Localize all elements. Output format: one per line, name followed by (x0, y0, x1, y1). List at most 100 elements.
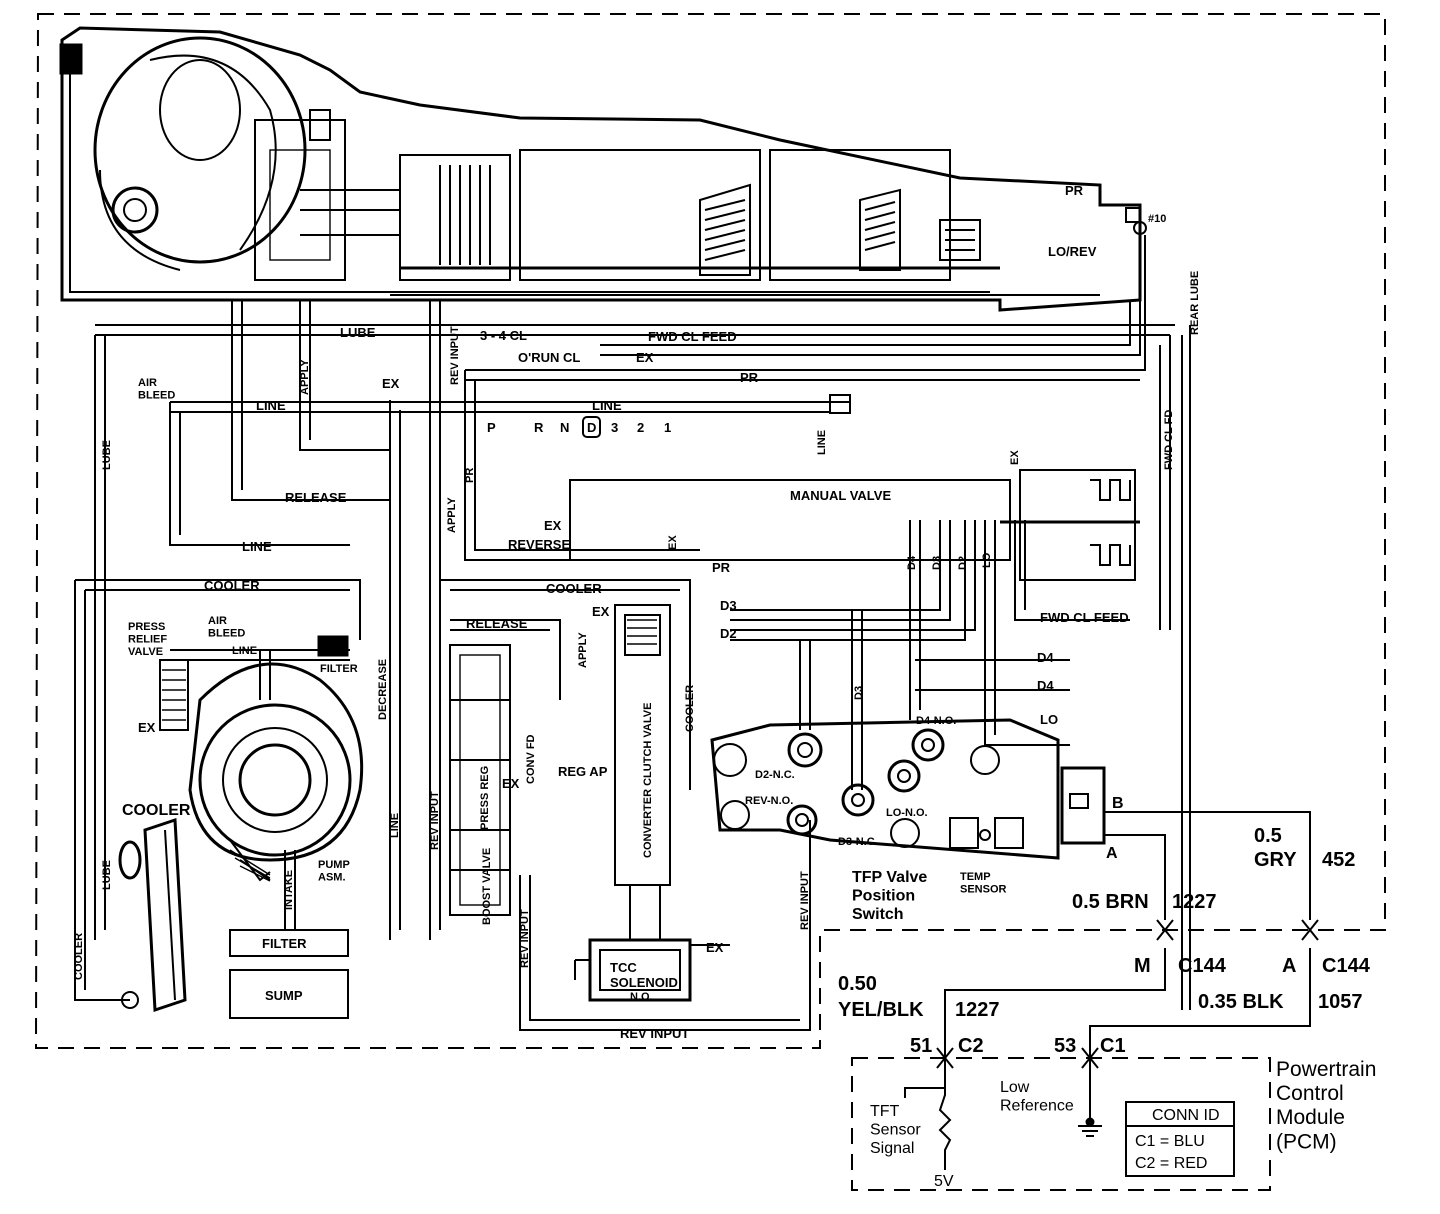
label-cooler-vert-2: COOLER (684, 685, 696, 732)
label-lube-top: LUBE (340, 325, 376, 340)
label-release-1: RELEASE (285, 490, 347, 505)
label-conn-c1: C1 (1100, 1035, 1126, 1057)
label-d3-vert: D3 (853, 686, 865, 700)
transmission-case (59, 26, 1147, 312)
label-d3: D3 (931, 556, 943, 570)
label-rev-input-vert-4: REV INPUT (799, 871, 811, 930)
label-pr-vert: PR (464, 468, 476, 483)
label-ex-tcc: EX (706, 940, 724, 955)
label-d2: D2 (957, 556, 969, 570)
cooler-element (118, 817, 187, 1013)
label-line-vert: LINE (389, 813, 401, 838)
label-fwd-cl-feed-right: FWD CL FEED (1040, 610, 1129, 625)
label-lo-r: LO (1040, 712, 1058, 727)
label-d4: D4 (906, 555, 918, 570)
label-ex-ccv: EX (592, 604, 610, 619)
label-rev-no: REV-N.O. (745, 795, 793, 807)
gear-position-1: 1 (664, 420, 671, 435)
label-decrease: DECREASE (377, 659, 389, 720)
label-sump-box: SUMP (265, 988, 303, 1003)
label-ex-right: EX (1009, 450, 1021, 465)
label-3-4-cl: 3 - 4 CL (480, 328, 527, 343)
label-cooler-vert: COOLER (73, 933, 85, 980)
label-wire-yel-circuit: 1227 (955, 999, 1000, 1021)
sump-box (229, 969, 349, 1019)
label-wire-gry-circuit: 452 (1322, 849, 1355, 871)
label-wire-yel-color: YEL/BLK (838, 999, 924, 1021)
label-orun-cl: O'RUN CL (518, 350, 580, 365)
label-conn-a: A (1282, 955, 1296, 977)
label-wire-brn: 0.5 BRN (1072, 891, 1149, 913)
label-boost-valve: BOOST VALVE (481, 848, 493, 925)
label-ex-orun: EX (636, 350, 654, 365)
label-conn-m: M (1134, 955, 1151, 977)
label-d2-left: D2 (720, 626, 737, 641)
c144-connector-a (1301, 919, 1319, 941)
gear-position-d: D (587, 420, 596, 435)
hydraulic-labels: LUBE 3 - 4 CL O'RUN CL EX FWD CL FEED PR… (73, 183, 1201, 1041)
label-rev-input-vert-2: REV INPUT (429, 791, 441, 850)
label-d4-r1: D4 (1037, 650, 1054, 665)
label-cooler-2: COOLER (546, 581, 602, 596)
c1-connector (1081, 1047, 1099, 1069)
label-apply-3: APPLY (446, 497, 458, 533)
label-wire-yel-size: 0.50 (838, 973, 877, 995)
label-lo-rev: LO/REV (1048, 244, 1097, 259)
label-fwd-cl-feed-top: FWD CL FEED (648, 329, 737, 344)
label-reverse: REVERSE (508, 537, 570, 552)
gear-position-2: 2 (637, 420, 644, 435)
label-line-4: LINE (232, 645, 257, 657)
pcm-boundary (851, 1057, 1271, 1191)
gear-position-r: R (534, 420, 544, 435)
label-ex-mid: EX (502, 776, 520, 791)
label-d3-left: D3 (720, 598, 737, 613)
label-line-2: LINE (592, 398, 622, 413)
label-line-manual: LINE (816, 430, 828, 455)
label-wire-blk-circuit: 1057 (1318, 991, 1363, 1013)
label-apply-vert: APPLY (299, 359, 311, 395)
label-5v: 5V (934, 1173, 954, 1190)
gear-position-3: 3 (611, 420, 618, 435)
label-reg-ap: REG AP (558, 764, 608, 779)
label-conn-c144-1: C144 (1178, 955, 1227, 977)
label-ex-reverse: EX (544, 518, 562, 533)
gear-selected-box (582, 416, 601, 438)
label-pr-right: PR (1065, 183, 1084, 198)
label-rear-lube: REAR LUBE (1189, 271, 1201, 335)
label-no-tcc: N.O. (630, 991, 653, 1003)
label-apply-2: APPLY (577, 632, 589, 668)
label-ex-top: EX (382, 376, 400, 391)
transmission-boundary (34, 13, 1386, 1049)
label-rev-input-bottom: REV INPUT (620, 1026, 689, 1041)
tfp-connector (1060, 766, 1106, 845)
hydraulic-passages (74, 235, 1191, 1031)
label-pin-53: 53 (1054, 1035, 1076, 1057)
gear-position-n: N (560, 420, 569, 435)
converter-clutch-valve (614, 604, 671, 940)
label-wire-gry-size: 0.5 (1254, 825, 1282, 847)
label-d3-nc: D3-N.C. (838, 836, 878, 848)
label-line-1: LINE (256, 398, 286, 413)
label-lo-no: LO-N.O. (886, 807, 928, 819)
label-rev-input-vert: REV INPUT (449, 326, 461, 385)
label-pr-bottom: PR (712, 560, 731, 575)
label-cooler-1: COOLER (204, 578, 260, 593)
pressure-relief-valve (159, 659, 189, 731)
label-num10: #10 (1148, 213, 1166, 225)
label-cooler-left: COOLER (122, 802, 191, 819)
label-pr-top: PR (740, 370, 759, 385)
label-converter-clutch-valve: CONVERTER CLUTCH VALVE (642, 703, 654, 858)
label-wire-gry-color: GRY (1254, 849, 1297, 871)
label-d4-no: D4-N.O. (916, 715, 956, 727)
label-filter-box: FILTER (262, 936, 307, 951)
label-filter-small: FILTER (320, 663, 358, 675)
tcc-solenoid (574, 938, 730, 1002)
